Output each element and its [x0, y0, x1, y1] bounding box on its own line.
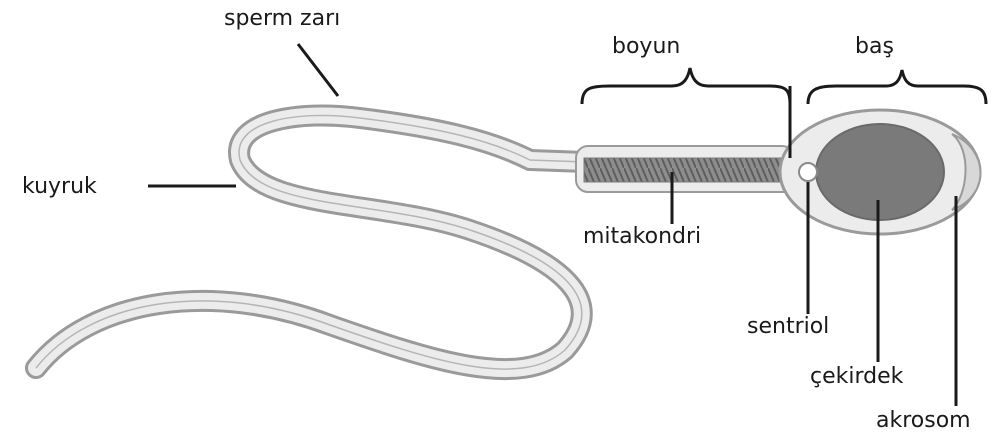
label-kuyruk: kuyruk [22, 176, 97, 198]
mitochondria-band [584, 158, 784, 182]
label-akrosom: akrosom [876, 410, 971, 432]
label-mitakondri: mitakondri [583, 226, 701, 248]
leader-sperm-zari [298, 44, 338, 96]
brace-bas [808, 70, 986, 104]
label-boyun: boyun [612, 36, 680, 58]
brace-boyun [582, 68, 790, 104]
label-bas: baş [855, 36, 894, 58]
nucleus [816, 124, 944, 220]
centriole [799, 163, 817, 181]
label-sperm-zari: sperm zarı [224, 8, 340, 30]
label-sentriol: sentriol [747, 316, 829, 338]
label-cekirdek: çekirdek [810, 366, 903, 388]
